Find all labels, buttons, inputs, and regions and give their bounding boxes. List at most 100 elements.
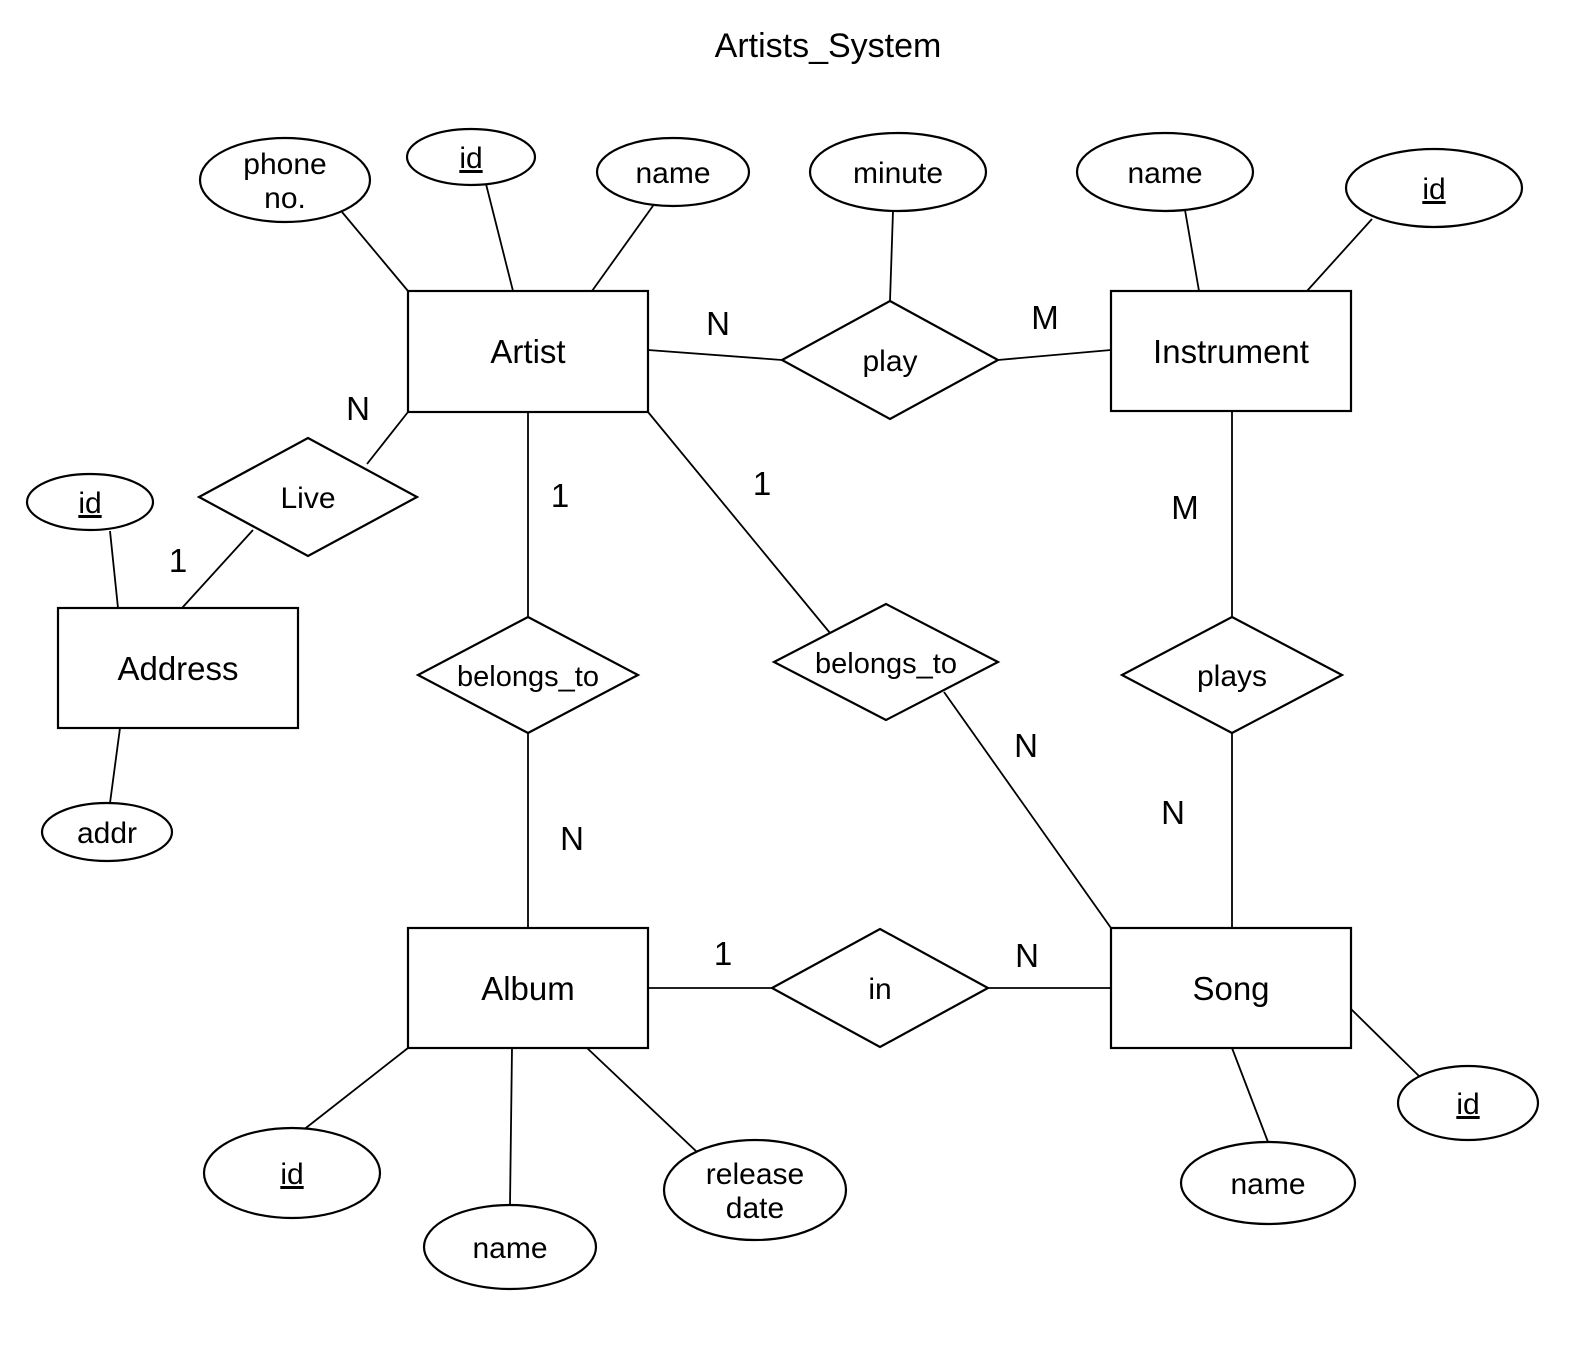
attribute-address-id-ellipse: [25, 472, 155, 532]
attribute-album-id-ellipse: [202, 1126, 382, 1220]
line-id-artist: [485, 183, 514, 292]
cardinality-play-instrument: M: [1031, 299, 1059, 336]
attribute-play-minute: minute: [808, 131, 988, 213]
entity-instrument-box: [1109, 289, 1353, 413]
relationship-plays-label: plays: [1197, 660, 1267, 693]
attribute-instrument-id-ellipse: [1344, 147, 1524, 229]
attribute-artist-name-label: name: [635, 157, 710, 190]
relationship-belongs-to-song: belongs_to: [771, 602, 1001, 722]
attribute-song-id: id: [1396, 1064, 1540, 1142]
cardinality-plays-song: N: [1161, 794, 1185, 831]
line-minute-play: [889, 210, 894, 302]
line-album-releasedate: [586, 1047, 698, 1153]
attribute-album-name-ellipse: [422, 1203, 598, 1291]
entity-artist-box: [406, 289, 650, 414]
attribute-album-id-label: id: [280, 1158, 303, 1191]
diagram-title: Artists_System: [715, 27, 942, 65]
relationship-belongs-to-album-label: belongs_to: [457, 661, 599, 693]
cardinality-in-song: N: [1015, 937, 1039, 974]
attribute-album-id: id: [202, 1126, 382, 1220]
cardinality-belongs-to-album: N: [560, 820, 584, 857]
relationship-in-diamond: [769, 927, 991, 1049]
attribute-song-name-label: name: [1230, 1168, 1305, 1201]
attribute-instrument-id-label: id: [1422, 173, 1445, 206]
relationship-belongs-to-album-diamond: [415, 615, 641, 735]
relationship-plays: plays: [1119, 615, 1345, 735]
entity-album-label: Album: [481, 970, 575, 1007]
attribute-artist-name: name: [595, 136, 751, 208]
entity-address: Address: [56, 606, 300, 730]
attribute-address-addr: addr: [40, 801, 174, 863]
attribute-album-release-date-label-line2: date: [726, 1192, 784, 1225]
relationship-belongs-to-song-label: belongs_to: [815, 648, 957, 680]
attribute-play-minute-label: minute: [853, 157, 943, 190]
attribute-artist-id-label: id: [459, 142, 482, 175]
relationship-live-label: Live: [280, 482, 335, 515]
line-song-id: [1350, 1008, 1421, 1078]
attribute-address-id: id: [25, 472, 155, 532]
line-artist-belongsto-song: [647, 411, 831, 634]
attribute-instrument-name: name: [1075, 131, 1255, 213]
attribute-album-release-date-label-line1: release: [706, 1158, 804, 1191]
entity-instrument-label: Instrument: [1153, 333, 1309, 370]
entity-address-box: [56, 606, 300, 730]
cardinality-labels: N M N 1 1 1 M N N N 1 N: [169, 299, 1199, 974]
attribute-album-name: name: [422, 1203, 598, 1291]
line-song-name: [1231, 1047, 1269, 1143]
relationship-belongs-to-song-diamond: [771, 602, 1001, 722]
attribute-song-id-ellipse: [1396, 1064, 1540, 1142]
attribute-artist-phone-no-label-line1: phone: [243, 148, 326, 181]
line-album-name: [509, 1047, 513, 1206]
attribute-album-name-label: name: [472, 1232, 547, 1265]
relationship-live-diamond: [196, 436, 420, 558]
line-phone-artist: [341, 211, 409, 292]
attribute-song-name: name: [1179, 1140, 1357, 1226]
line-id-address: [109, 530, 119, 609]
relationship-play-label: play: [862, 345, 917, 378]
cardinality-artist-belongs-to-album: 1: [551, 477, 569, 514]
entity-album: Album: [406, 926, 650, 1050]
cardinality-album-in: 1: [714, 935, 732, 972]
entity-instrument: Instrument: [1109, 289, 1353, 413]
entity-album-box: [406, 926, 650, 1050]
attribute-album-release-date: release date: [662, 1138, 848, 1242]
attribute-play-minute-ellipse: [808, 131, 988, 213]
cardinality-artist-belongs-to-song: 1: [753, 465, 771, 502]
cardinality-artist-play: N: [706, 305, 730, 342]
relationship-play-diamond: [779, 299, 1001, 421]
attribute-artist-phone-no-label-line2: no.: [264, 182, 306, 215]
cardinality-belongs-to-song: N: [1014, 727, 1038, 764]
attribute-instrument-id: id: [1344, 147, 1524, 229]
line-address-addr: [109, 727, 121, 804]
attribute-artist-phone-no-ellipse: [198, 136, 372, 224]
entity-artist-label: Artist: [490, 333, 565, 370]
cardinality-instrument-plays: M: [1171, 489, 1199, 526]
line-album-id: [301, 1047, 409, 1132]
cardinality-live-address: 1: [169, 542, 187, 579]
line-play-instrument: [997, 349, 1112, 361]
attribute-artist-id-ellipse: [405, 127, 537, 187]
connector-lines: [109, 183, 1421, 1206]
relationship-in-label: in: [868, 973, 891, 1006]
attribute-instrument-name-ellipse: [1075, 131, 1255, 213]
entity-address-label: Address: [117, 650, 238, 687]
attribute-artist-name-ellipse: [595, 136, 751, 208]
attribute-artist-id: id: [405, 127, 537, 187]
attribute-address-id-label: id: [78, 487, 101, 520]
line-artist-play: [647, 349, 783, 361]
line-name-artist: [591, 202, 656, 292]
attribute-instrument-name-label: name: [1127, 157, 1202, 190]
entity-song-label: Song: [1192, 970, 1269, 1007]
attribute-artist-phone-no: phone no.: [198, 136, 372, 224]
relationship-play: play: [779, 299, 1001, 421]
entity-song: Song: [1109, 926, 1353, 1050]
entity-artist: Artist: [406, 289, 650, 414]
line-belongsto-song: [943, 691, 1112, 929]
attribute-address-addr-ellipse: [40, 801, 174, 863]
cardinality-artist-live: N: [346, 390, 370, 427]
attribute-song-id-label: id: [1456, 1088, 1479, 1121]
relationship-in: in: [769, 927, 991, 1049]
entity-song-box: [1109, 926, 1353, 1050]
relationship-live: Live: [196, 436, 420, 558]
